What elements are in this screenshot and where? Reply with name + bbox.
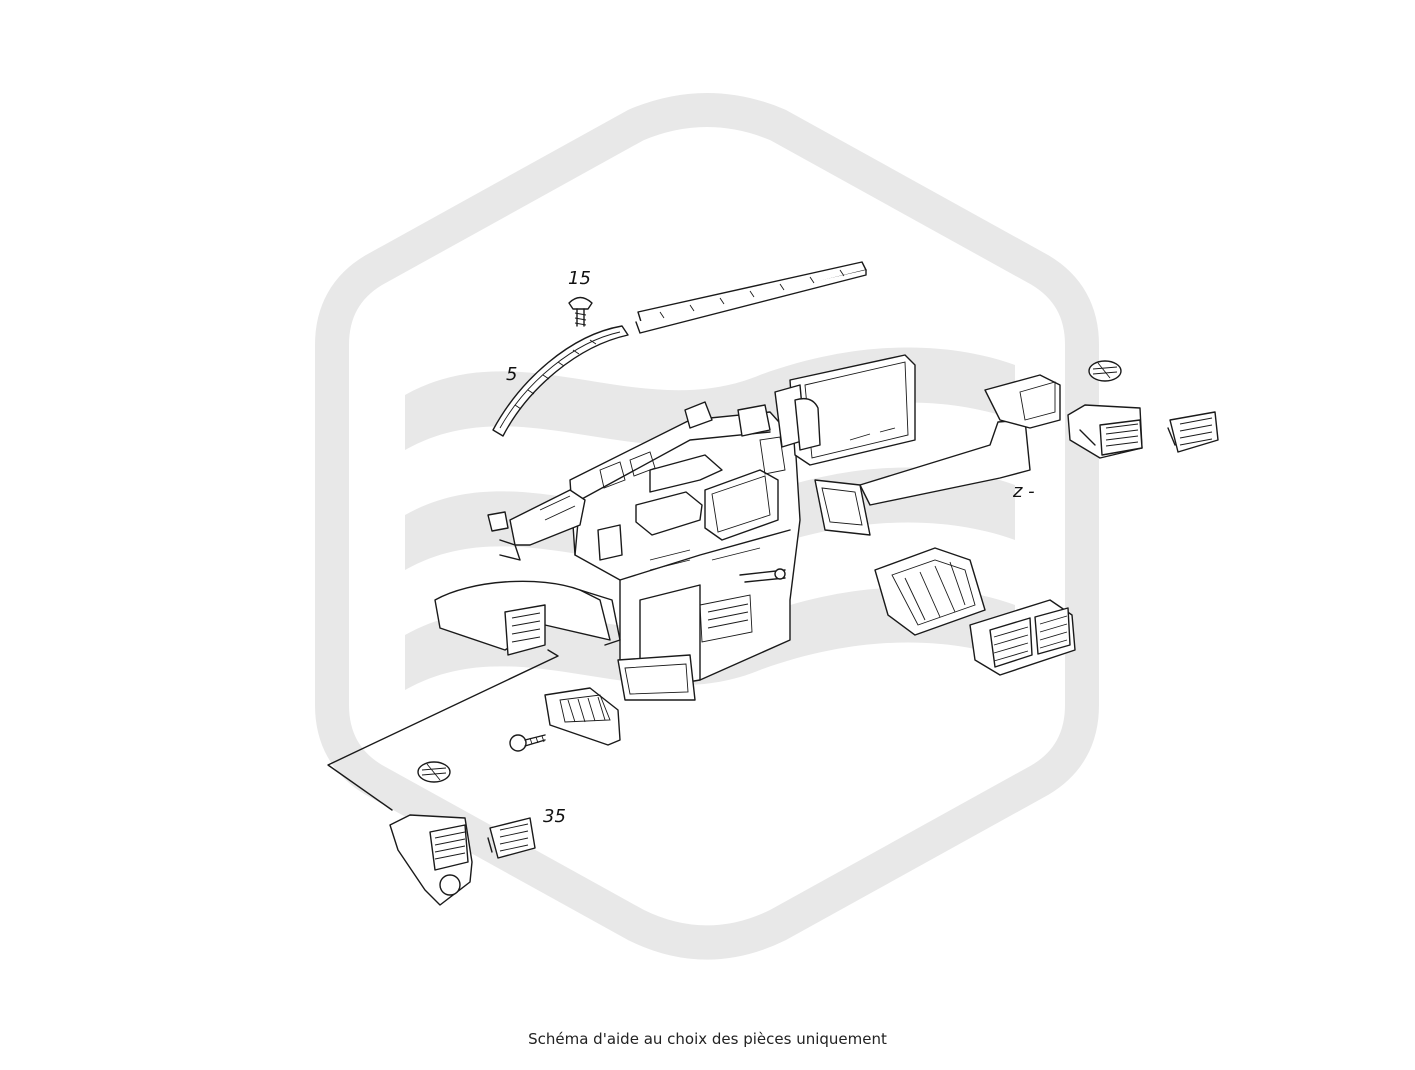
left-dash-vent[interactable] xyxy=(389,814,473,906)
screw-part-15[interactable] xyxy=(568,296,593,327)
part-mark-label: z - xyxy=(1012,481,1035,502)
part-label-5: 5 xyxy=(506,364,517,385)
round-grille-left[interactable] xyxy=(417,761,451,783)
part-label-15: 15 xyxy=(568,268,591,289)
left-end-vent-part-35[interactable] xyxy=(487,817,536,859)
center-face-duct[interactable] xyxy=(874,547,986,636)
leader-lines xyxy=(327,649,559,811)
right-dash-vent[interactable] xyxy=(1067,404,1143,459)
lower-center-vent[interactable] xyxy=(544,687,621,746)
hvac-housing-assembly[interactable] xyxy=(569,401,801,701)
right-passenger-duct[interactable] xyxy=(814,374,1061,536)
defroster-strip-part-5[interactable] xyxy=(492,325,629,437)
right-end-vent[interactable] xyxy=(1167,411,1219,453)
center-air-box[interactable] xyxy=(774,354,916,466)
screw-lower[interactable] xyxy=(509,734,546,752)
left-side-duct[interactable] xyxy=(487,489,586,561)
floor-duct-left[interactable] xyxy=(434,580,621,656)
round-grille-right[interactable] xyxy=(1088,360,1122,382)
part-label-35: 35 xyxy=(543,806,566,827)
windshield-defroster-vent[interactable] xyxy=(635,261,867,334)
center-dual-vent[interactable] xyxy=(969,599,1076,676)
diagram-caption: Schéma d'aide au choix des pièces unique… xyxy=(528,1030,887,1048)
